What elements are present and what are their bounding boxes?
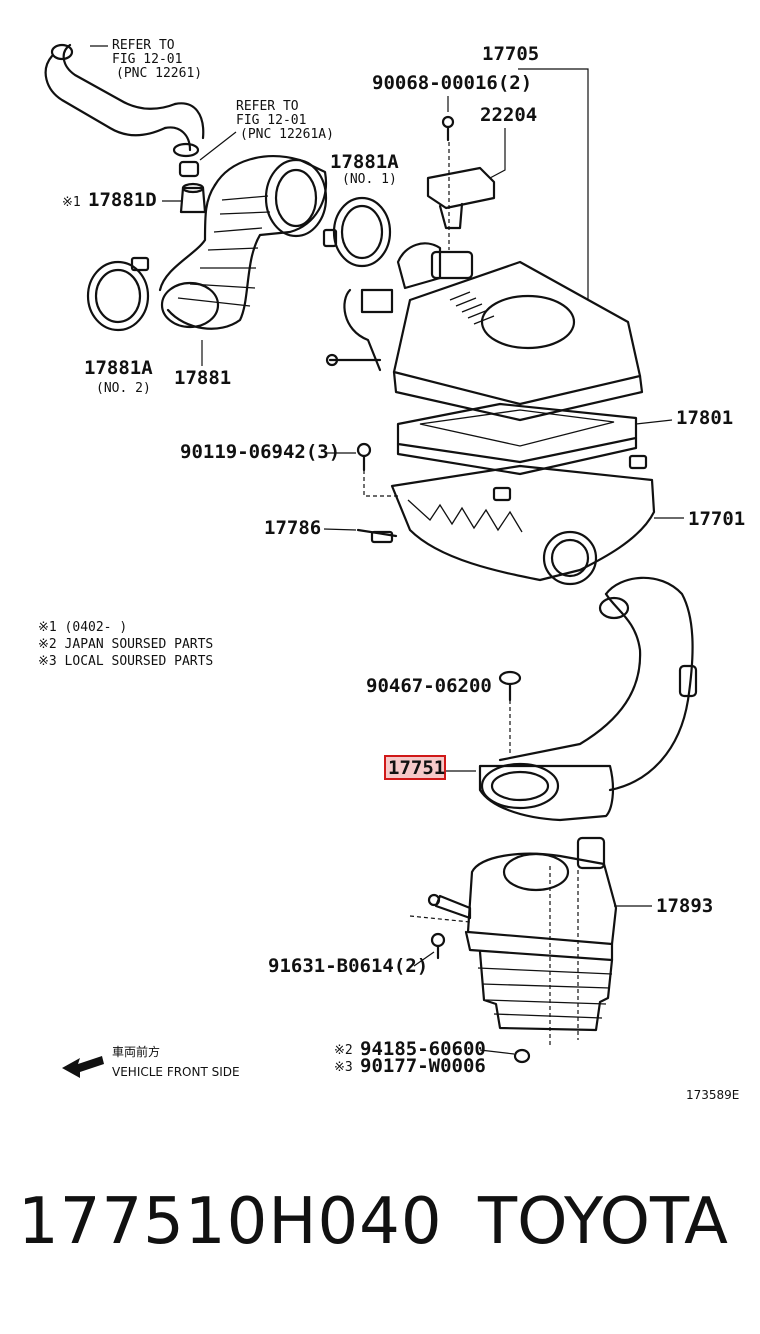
ref-1-line1: REFER TO — [112, 38, 175, 53]
clamp-17881a-no1-drawing — [322, 196, 392, 268]
mark-17881d: ※1 — [62, 195, 81, 210]
label-17701: 17701 — [688, 508, 745, 530]
ref-2-line1: REFER TO — [236, 99, 299, 114]
part-number: 177510H040 — [18, 1185, 443, 1259]
mark-90177: ※3 — [334, 1060, 353, 1075]
front-arrow-icon — [62, 1056, 104, 1078]
label-17801: 17801 — [676, 407, 733, 429]
intake-hose-17881-drawing — [158, 155, 328, 330]
label-17881: 17881 — [174, 367, 231, 389]
label-91631: 91631-B0614(2) — [268, 955, 428, 977]
case-17701-drawing — [390, 454, 656, 586]
ref-2-line2: FIG 12-01 — [236, 113, 306, 128]
ref-2-line3: (PNC 12261A) — [240, 127, 334, 142]
label-17786: 17786 — [264, 517, 321, 539]
ref-1-line3: (PNC 12261) — [116, 66, 202, 81]
bolt-90467-drawing — [498, 670, 522, 702]
highlight-17751[interactable] — [384, 755, 446, 780]
label-17881a-no1-sub: (NO. 1) — [342, 172, 397, 187]
bolt-91631-drawing — [430, 932, 446, 960]
note-2: ※2 JAPAN SOURSED PARTS — [38, 637, 213, 652]
label-17893: 17893 — [656, 895, 713, 917]
note-3: ※3 LOCAL SOURSED PARTS — [38, 654, 213, 669]
filter-17801-drawing — [396, 402, 638, 476]
label-17881d: 17881D — [88, 189, 157, 211]
footer: 177510H040 TOYOTA — [0, 1185, 760, 1285]
mark-94185: ※2 — [334, 1043, 353, 1058]
resonator-17893-drawing — [427, 836, 618, 1032]
note-1: ※1 (0402- ) — [38, 620, 127, 635]
label-17705: 17705 — [482, 43, 539, 65]
sensor-22204-drawing — [426, 115, 496, 230]
brand-name: TOYOTA — [478, 1185, 728, 1259]
front-label-jp: 車両前方 — [112, 1044, 160, 1059]
label-17881a-no1: 17881A — [330, 151, 399, 173]
label-17881a-no2: 17881A — [84, 357, 153, 379]
grommet-drawing — [513, 1048, 531, 1064]
diagram-id: 173589E — [686, 1088, 739, 1102]
label-90068: 90068-00016(2) — [372, 72, 532, 94]
clamp-17881a-no2-drawing — [86, 256, 150, 332]
pin-17786-drawing — [356, 528, 398, 544]
label-90119: 90119-06942(3) — [180, 441, 340, 463]
ref-1-line2: FIG 12-01 — [112, 52, 182, 67]
label-17751[interactable]: 17751 — [388, 757, 445, 779]
connector-17881d-drawing — [178, 160, 207, 214]
label-90467: 90467-06200 — [366, 675, 492, 697]
upper-hose-drawing — [44, 43, 205, 158]
label-22204: 22204 — [480, 104, 537, 126]
label-90177: 90177-W0006 — [360, 1055, 486, 1077]
bolt-90119-drawing — [356, 442, 372, 472]
cleaner-cap-17705-drawing — [325, 242, 644, 422]
duct-17751-drawing — [478, 576, 698, 822]
front-label-en: VEHICLE FRONT SIDE — [112, 1065, 240, 1079]
label-17881a-no2-sub: (NO. 2) — [96, 381, 151, 396]
label-94185: 94185-60600 — [360, 1038, 486, 1060]
